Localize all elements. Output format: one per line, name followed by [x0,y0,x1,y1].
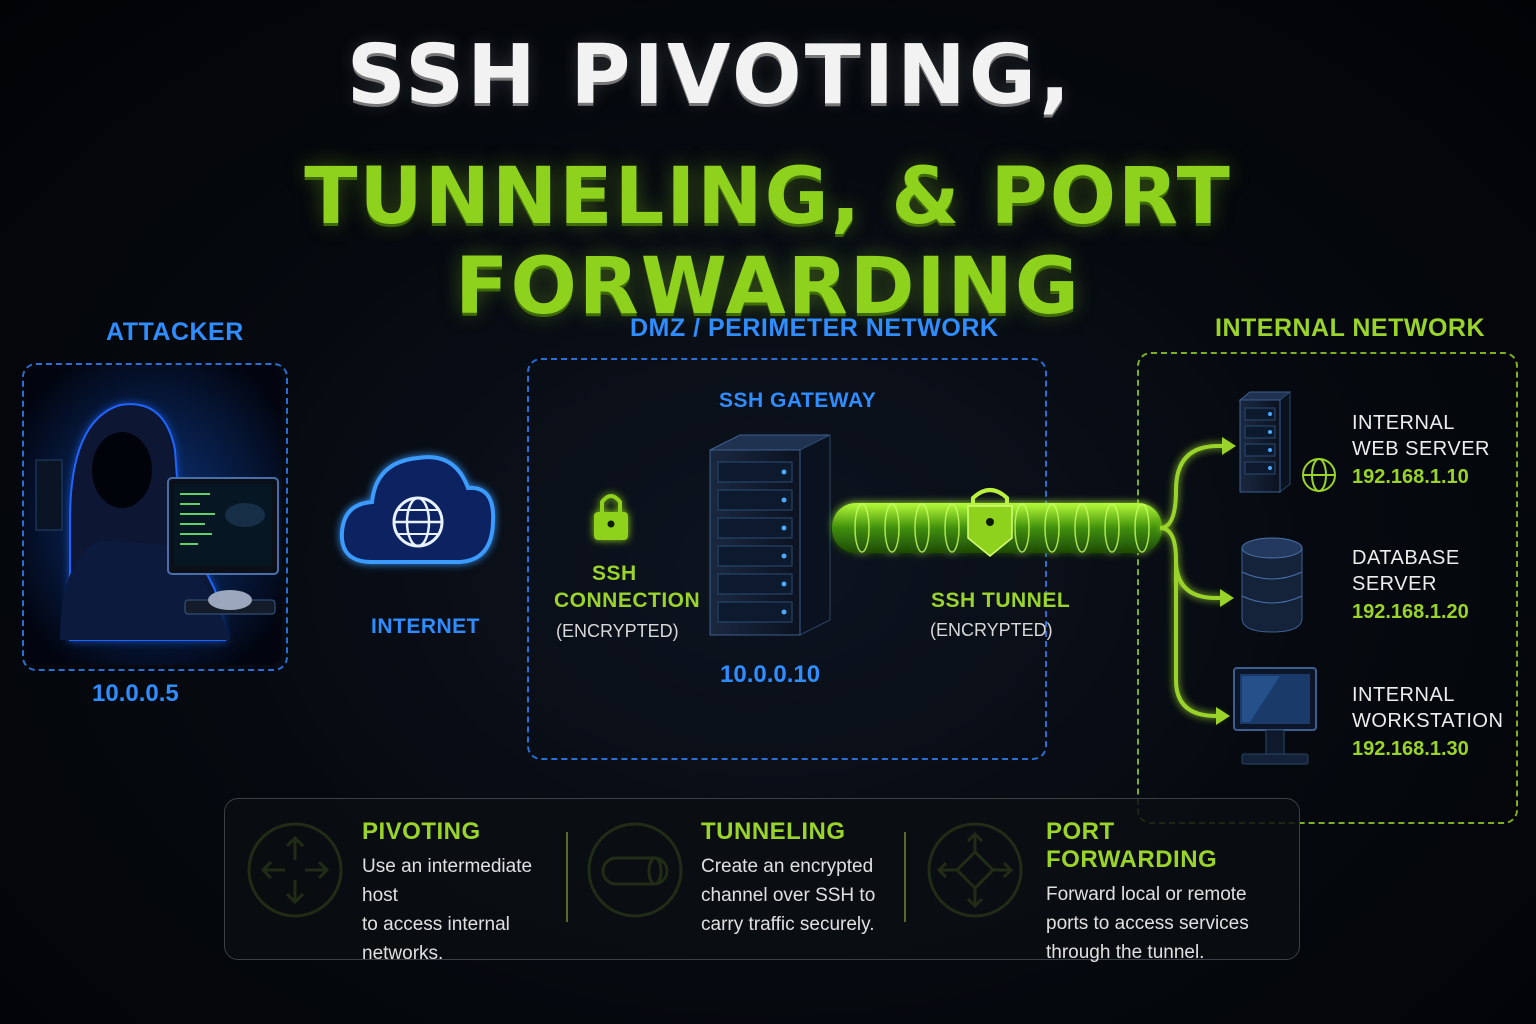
ssh-tunnel-label: SSH TUNNEL [931,589,1071,612]
ssh-connection-label-2: CONNECTION [554,589,701,612]
card-desc-line: to access internal [362,914,510,935]
host-name-line-1: INTERNAL [1352,412,1455,434]
host-ip: 192.168.1.30 [1352,738,1469,760]
card-title: TUNNELING [701,818,846,845]
card-port-forwarding: PORT FORWARDING Forward local or remote … [1046,818,1286,967]
card-desc-line: Forward local or remote [1046,884,1247,905]
card-title: PORT FORWARDING [1046,818,1218,873]
lock-icon-tunnel [967,488,1013,557]
attacker-zone [22,363,288,671]
card-pivoting: PIVOTING Use an intermediate host to acc… [362,818,562,968]
host-name-line-1: DATABASE [1352,547,1460,569]
card-desc-line: Create an encrypted [701,856,874,877]
attacker-ip: 10.0.0.5 [92,680,179,707]
title-line-1: SSH PIVOTING, [346,28,1074,123]
ssh-connection-label-1: SSH [592,562,637,585]
dmz-zone [527,358,1047,760]
host-web-server: INTERNAL WEB SERVER 192.168.1.10 [1352,410,1490,489]
ssh-gateway-server-icon [709,434,831,636]
zone-label-internal: INTERNAL NETWORK [1215,314,1486,342]
card-desc-line: through the tunnel. [1046,942,1205,963]
host-workstation: INTERNAL WORKSTATION 192.168.1.30 [1352,682,1503,761]
card-desc-line: ports to access services [1046,913,1249,934]
ssh-tunnel-note: (ENCRYPTED) [930,620,1053,640]
zone-label-attacker: ATTACKER [106,318,244,346]
workstation-monitor-icon [1233,667,1317,765]
card-divider [904,832,906,922]
host-name-line-2: WORKSTATION [1352,710,1504,732]
host-name-line-2: SERVER [1352,573,1437,595]
card-desc-line: carry traffic securely. [701,914,875,935]
card-desc-line: networks. [362,943,444,964]
concepts-panel [224,798,1300,960]
database-icon [1241,537,1303,633]
branch-arrows [1159,444,1228,718]
globe-icon [1302,458,1336,492]
ssh-connection-note: (ENCRYPTED) [556,621,679,641]
internet-label: INTERNET [371,615,480,638]
ssh-gateway-ip: 10.0.0.10 [720,661,821,688]
host-ip: 192.168.1.20 [1352,601,1469,623]
internal-zone [1137,352,1518,824]
card-divider [566,832,568,922]
card-title: PIVOTING [362,818,481,845]
lock-icon-connection [594,494,628,540]
attacker-illustration [24,365,282,665]
card-desc-line: Use an intermediate host [362,856,533,906]
zone-label-dmz: DMZ / PERIMETER NETWORK [630,314,999,342]
cloud-icon [339,455,496,564]
title-line-2: TUNNELING, & PORT FORWARDING [304,152,1232,332]
card-desc-line: channel over SSH to [701,885,876,906]
card-tunneling: TUNNELING Create an encrypted channel ov… [701,818,901,939]
host-ip: 192.168.1.10 [1352,466,1469,488]
host-database-server: DATABASE SERVER 192.168.1.20 [1352,545,1469,624]
host-name-line-2: WEB SERVER [1352,438,1490,460]
web-server-icon [1238,390,1292,494]
host-name-line-1: INTERNAL [1352,684,1455,706]
ssh-gateway-label: SSH GATEWAY [719,389,877,412]
